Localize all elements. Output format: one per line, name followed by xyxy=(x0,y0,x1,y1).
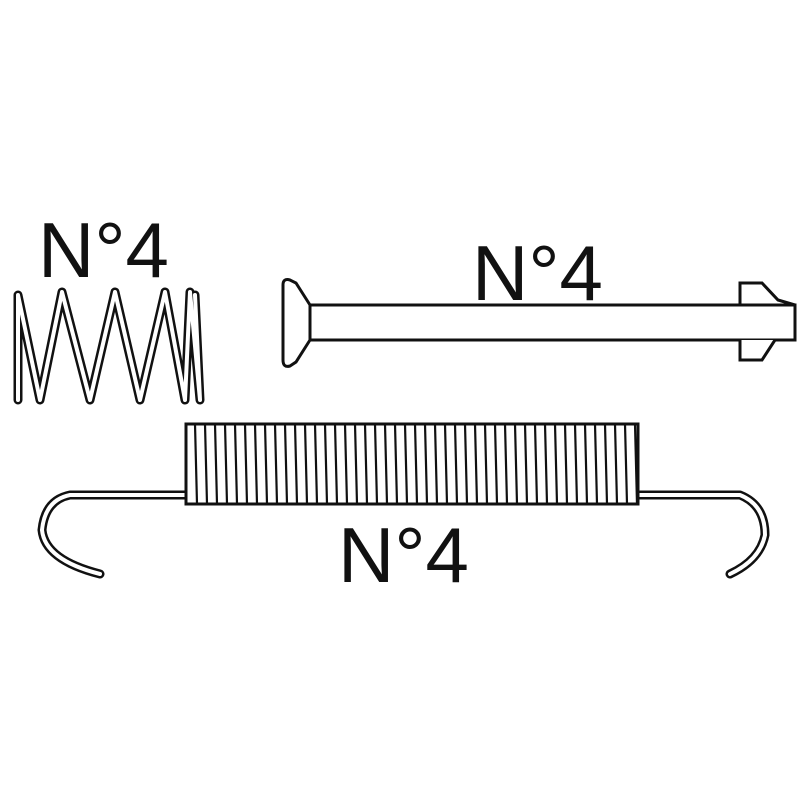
coil-winding xyxy=(593,423,599,505)
coil-winding xyxy=(293,423,299,505)
coil-winding xyxy=(383,423,389,505)
coil-winding xyxy=(303,423,309,505)
coil-winding xyxy=(273,423,279,505)
coil-winding xyxy=(563,423,569,505)
coil-winding xyxy=(253,423,259,505)
coil-winding xyxy=(623,423,629,505)
coil-winding xyxy=(453,423,459,505)
coil-winding xyxy=(363,423,369,505)
coil-winding xyxy=(223,423,229,505)
pin-label: N°4 xyxy=(472,229,603,317)
coil-winding xyxy=(333,423,339,505)
coil-winding xyxy=(413,423,419,505)
coil-winding xyxy=(283,423,289,505)
coil-winding xyxy=(213,423,219,505)
coil-winding xyxy=(343,423,349,505)
coil-winding xyxy=(603,423,609,505)
extension-spring: N°4 xyxy=(37,422,770,599)
coil-winding xyxy=(463,423,469,505)
coil-winding xyxy=(393,423,399,505)
coil-winding xyxy=(503,423,509,505)
coil-winding xyxy=(443,423,449,505)
coil-winding xyxy=(403,423,409,505)
coil-winding xyxy=(583,423,589,505)
coil-winding xyxy=(493,423,499,505)
compression-spring-label: N°4 xyxy=(38,206,169,294)
coil-winding xyxy=(533,423,539,505)
coil-winding xyxy=(423,423,429,505)
coil-winding xyxy=(523,423,529,505)
coil-winding xyxy=(313,423,319,505)
pin: N°4 xyxy=(281,229,797,368)
coil-winding xyxy=(633,423,639,505)
coil-winding xyxy=(373,423,379,505)
coil-winding xyxy=(353,423,359,505)
coil-winding xyxy=(513,423,519,505)
coil-winding xyxy=(233,423,239,505)
coil-winding xyxy=(203,423,209,505)
extension-spring-label: N°4 xyxy=(338,511,469,599)
coil-winding xyxy=(323,423,329,505)
coil-winding xyxy=(263,423,269,505)
coil-winding xyxy=(553,423,559,505)
coil-winding xyxy=(573,423,579,505)
coil-winding xyxy=(483,423,489,505)
compression-spring: N°4 xyxy=(13,206,205,405)
coil-winding xyxy=(543,423,549,505)
coil-winding xyxy=(243,423,249,505)
coil-winding xyxy=(473,423,479,505)
coil-winding xyxy=(193,423,199,505)
coil-winding xyxy=(613,423,619,505)
coil-winding xyxy=(433,423,439,505)
